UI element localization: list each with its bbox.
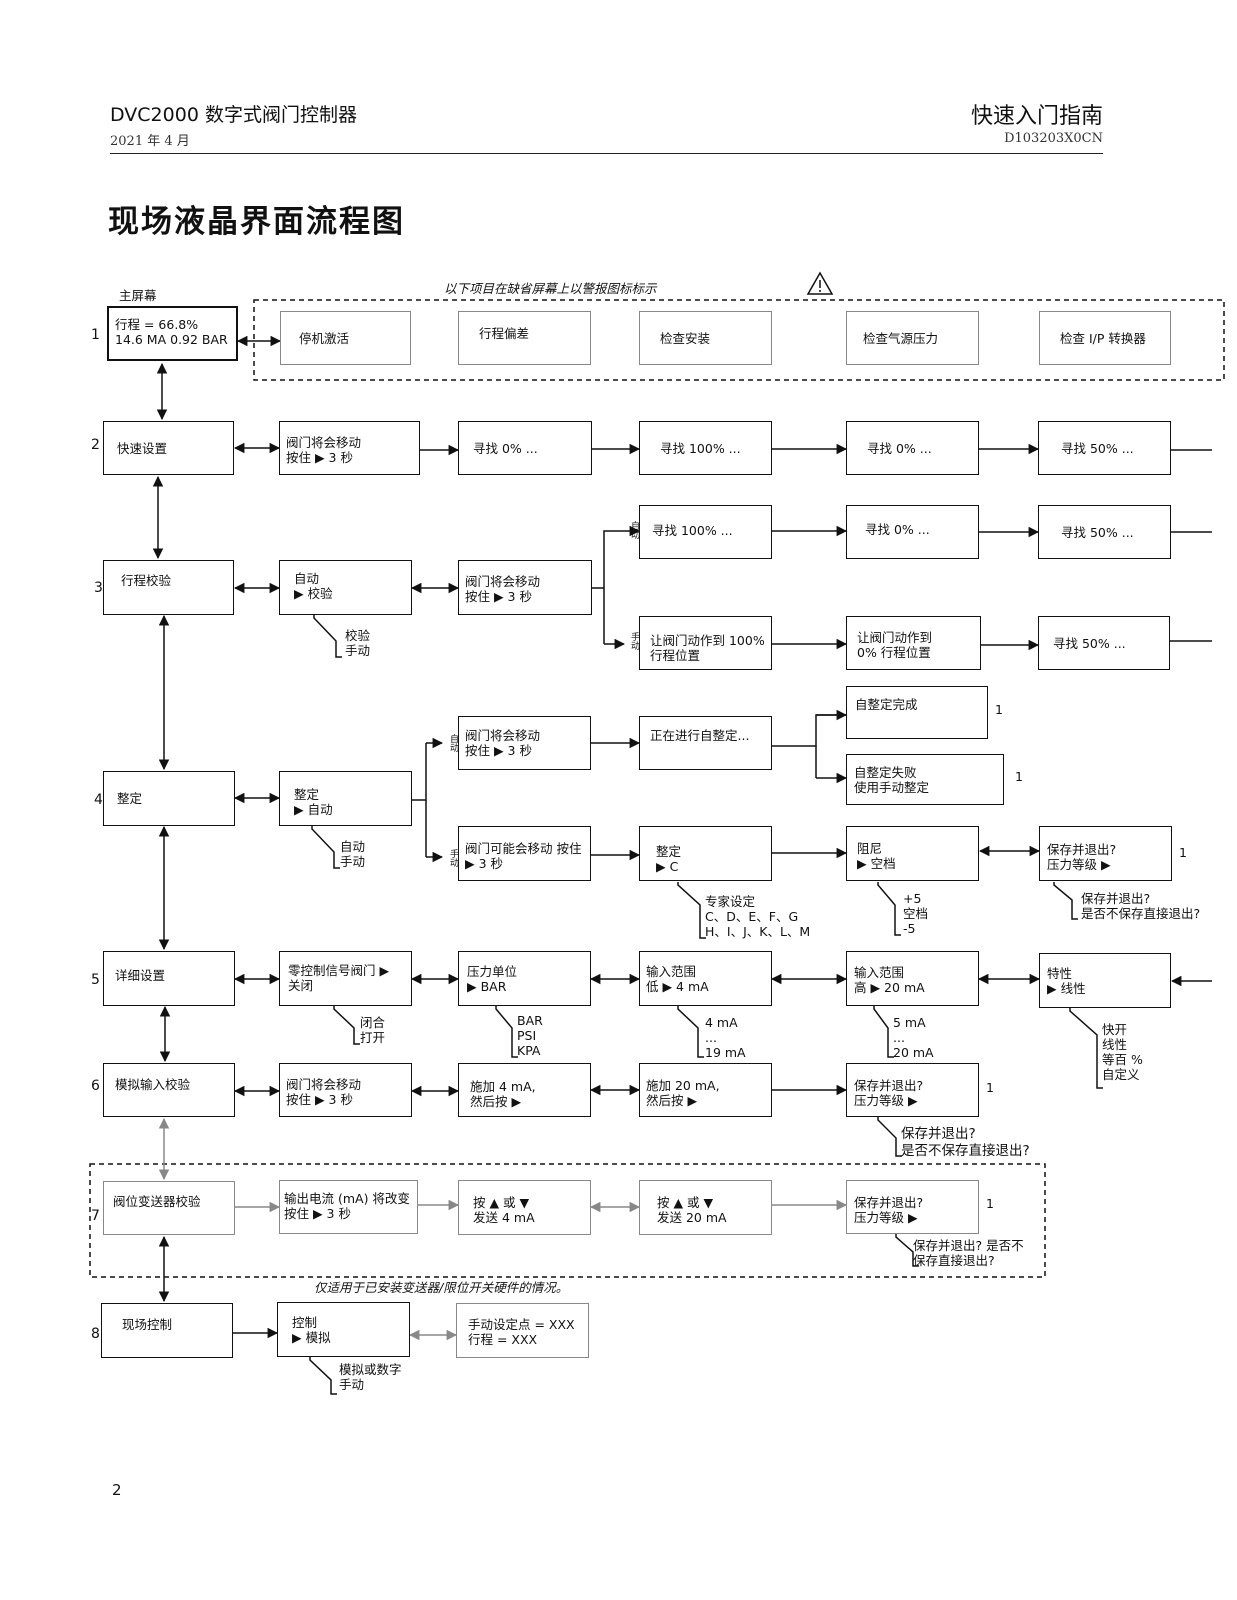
quick-setup-find0-again[interactable]: 寻找 0% ... — [846, 421, 979, 475]
row-number: 7 — [91, 1208, 100, 1224]
transmitter-region — [89, 1163, 1046, 1278]
travel-manual-find50[interactable]: 寻找 50% ... — [1038, 616, 1170, 670]
transmitter-save-exit[interactable]: 保存并退出? 压力等级 ▶ — [846, 1180, 979, 1234]
alert-shutdown[interactable]: 停机激活 — [280, 311, 411, 365]
travel-cal-move[interactable]: 阀门将会移动 按住 ▶ 3 秒 — [458, 560, 592, 615]
save-options: 保存并退出? 是否不保存直接退出? — [1081, 891, 1201, 921]
home-screen-caption: 主屏幕 — [119, 288, 157, 303]
tuning-manual-move[interactable]: 阀门可能会移动 按住 ▶ 3 秒 — [458, 826, 591, 881]
travel-manual-0[interactable]: 让阀门动作到 0% 行程位置 — [846, 616, 981, 670]
manual-setpoint[interactable]: 手动设定点 = XXX 行程 = XXX — [456, 1303, 589, 1358]
warning-icon — [806, 271, 834, 295]
guide-title: 快速入门指南 — [970, 104, 1103, 129]
ref-row1: 1 — [1015, 769, 1023, 784]
tuning-auto-running[interactable]: 正在进行自整定... — [639, 716, 772, 770]
transmitter-send20[interactable]: 按 ▲ 或 ▼ 发送 20 mA — [639, 1180, 772, 1235]
row-number: 5 — [91, 972, 100, 988]
travel-auto-find50[interactable]: 寻找 50% ... — [1038, 505, 1171, 559]
high-options: 5 mA ... 20 mA — [893, 1015, 934, 1060]
tuning-auto[interactable]: 整定 ▶ 自动 — [279, 771, 412, 826]
low-options: 4 mA ... 19 mA — [705, 1015, 746, 1060]
row-number: 6 — [91, 1078, 100, 1094]
pressure-units[interactable]: 压力单位 ▶ BAR — [458, 951, 591, 1006]
local-control-box[interactable]: 现场控制 — [101, 1303, 233, 1358]
detailed-setup-box[interactable]: 详细设置 — [103, 951, 235, 1006]
document-title: DVC2000 数字式阀门控制器 — [110, 104, 357, 126]
transmitter-output[interactable]: 输出电流 (mA) 将改变 按住 ▶ 3 秒 — [279, 1180, 418, 1234]
alert-check-install[interactable]: 检查安装 — [639, 311, 772, 365]
control-mode[interactable]: 控制 ▶ 模拟 — [277, 1302, 410, 1357]
zero-options: 闭合 打开 — [360, 1015, 386, 1045]
zero-signal[interactable]: 零控制信号阀门 ▶ 关闭 — [279, 951, 412, 1006]
alert-check-ip[interactable]: 检查 I/P 转换器 — [1039, 311, 1171, 365]
ref-row1: 1 — [986, 1080, 994, 1095]
warning-note: 以下项目在缺省屏幕上以警报图标标示 — [444, 281, 657, 296]
input-range-low[interactable]: 输入范围 低 ▶ 4 mA — [639, 951, 772, 1006]
travel-cal-options: 校验 手动 — [345, 628, 371, 658]
char-options: 快开 线性 等百 % 自定义 — [1102, 1022, 1143, 1082]
travel-auto-find0[interactable]: 寻找 0% ... — [846, 505, 979, 559]
quick-setup-find0[interactable]: 寻找 0% ... — [458, 421, 592, 475]
analog-save-exit[interactable]: 保存并退出? 压力等级 ▶ — [846, 1063, 979, 1117]
manual-tag: 手动 — [448, 849, 458, 867]
row-number: 4 — [94, 792, 103, 808]
travel-cal-box[interactable]: 行程校验 — [103, 560, 234, 615]
transmitter-cal-box[interactable]: 阀位变送器校验 — [103, 1181, 235, 1235]
tuning-auto-move[interactable]: 阀门将会移动 按住 ▶ 3 秒 — [458, 716, 591, 770]
expert-options: 专家设定 C、D、E、F、G H、I、J、K、L、M — [705, 894, 811, 939]
home-screen-box[interactable]: 行程 = 66.8% 14.6 MA 0.92 BAR — [107, 306, 238, 361]
auto-tag: 自动 — [629, 521, 639, 539]
auto-tag: 自动 — [448, 734, 458, 752]
characteristic[interactable]: 特性 ▶ 线性 — [1039, 953, 1171, 1008]
row-number: 3 — [94, 580, 103, 596]
row-number: 1 — [91, 327, 100, 343]
travel-auto-find100[interactable]: 寻找 100% ... — [639, 505, 772, 559]
quick-setup-box[interactable]: 快速设置 — [103, 421, 234, 475]
tuning-auto-fail[interactable]: 自整定失败 使用手动整定 — [846, 754, 1004, 805]
analog-cal-move[interactable]: 阀门将会移动 按住 ▶ 3 秒 — [279, 1063, 412, 1117]
document-date: 2021 年 4 月 — [110, 134, 190, 149]
quick-setup-find50[interactable]: 寻找 50% ... — [1038, 421, 1171, 475]
ref-row1: 1 — [986, 1196, 994, 1211]
transmitter-send4[interactable]: 按 ▲ 或 ▼ 发送 4 mA — [458, 1180, 591, 1235]
input-range-high[interactable]: 输入范围 高 ▶ 20 mA — [846, 951, 979, 1006]
transmitter-note: 仅适用于已安装变送器/限位开关硬件的情况。 — [314, 1280, 569, 1295]
tuning-options: 自动 手动 — [340, 839, 366, 869]
tuning-save-exit[interactable]: 保存并退出? 压力等级 ▶ — [1039, 826, 1172, 881]
apply-4ma[interactable]: 施加 4 mA, 然后按 ▶ — [458, 1063, 591, 1117]
quick-setup-move[interactable]: 阀门将会移动 按住 ▶ 3 秒 — [279, 421, 420, 475]
control-options: 模拟或数字 手动 — [339, 1362, 402, 1392]
tuning-box[interactable]: 整定 — [103, 771, 235, 826]
quick-setup-find100[interactable]: 寻找 100% ... — [639, 421, 772, 475]
header-divider — [110, 153, 1103, 154]
manual-tag: 手动 — [629, 632, 639, 650]
alert-region — [253, 299, 1225, 381]
alert-check-supply[interactable]: 检查气源压力 — [846, 311, 979, 365]
page-title: 现场液晶界面流程图 — [108, 204, 405, 240]
analog-cal-box[interactable]: 模拟输入校验 — [103, 1063, 235, 1117]
tuning-auto-done[interactable]: 自整定完成 — [846, 686, 988, 739]
ref-row1: 1 — [995, 702, 1003, 717]
damping[interactable]: 阻尼 ▶ 空档 — [846, 826, 979, 881]
analog-save-options: 保存并退出? 是否不保存直接退出? — [901, 1126, 1030, 1159]
ref-row1: 1 — [1179, 845, 1187, 860]
tuning-c[interactable]: 整定 ▶ C — [639, 826, 772, 881]
units-options: BAR PSI KPA — [517, 1013, 543, 1058]
document-number: D103203X0CN — [1004, 131, 1103, 146]
travel-manual-100[interactable]: 让阀门动作到 100% 行程位置 — [639, 616, 772, 670]
row-number: 8 — [91, 1326, 100, 1342]
travel-cal-auto[interactable]: 自动 ▶ 校验 — [279, 560, 412, 615]
damping-options: +5 空档 -5 — [903, 891, 929, 936]
page-number: 2 — [112, 1481, 122, 1499]
alert-travel-deviation[interactable]: 行程偏差 — [458, 311, 591, 365]
row-number: 2 — [91, 437, 100, 453]
transmitter-save-options: 保存并退出? 是否不 保存直接退出? — [913, 1238, 1024, 1268]
apply-20ma[interactable]: 施加 20 mA, 然后按 ▶ — [639, 1063, 772, 1117]
